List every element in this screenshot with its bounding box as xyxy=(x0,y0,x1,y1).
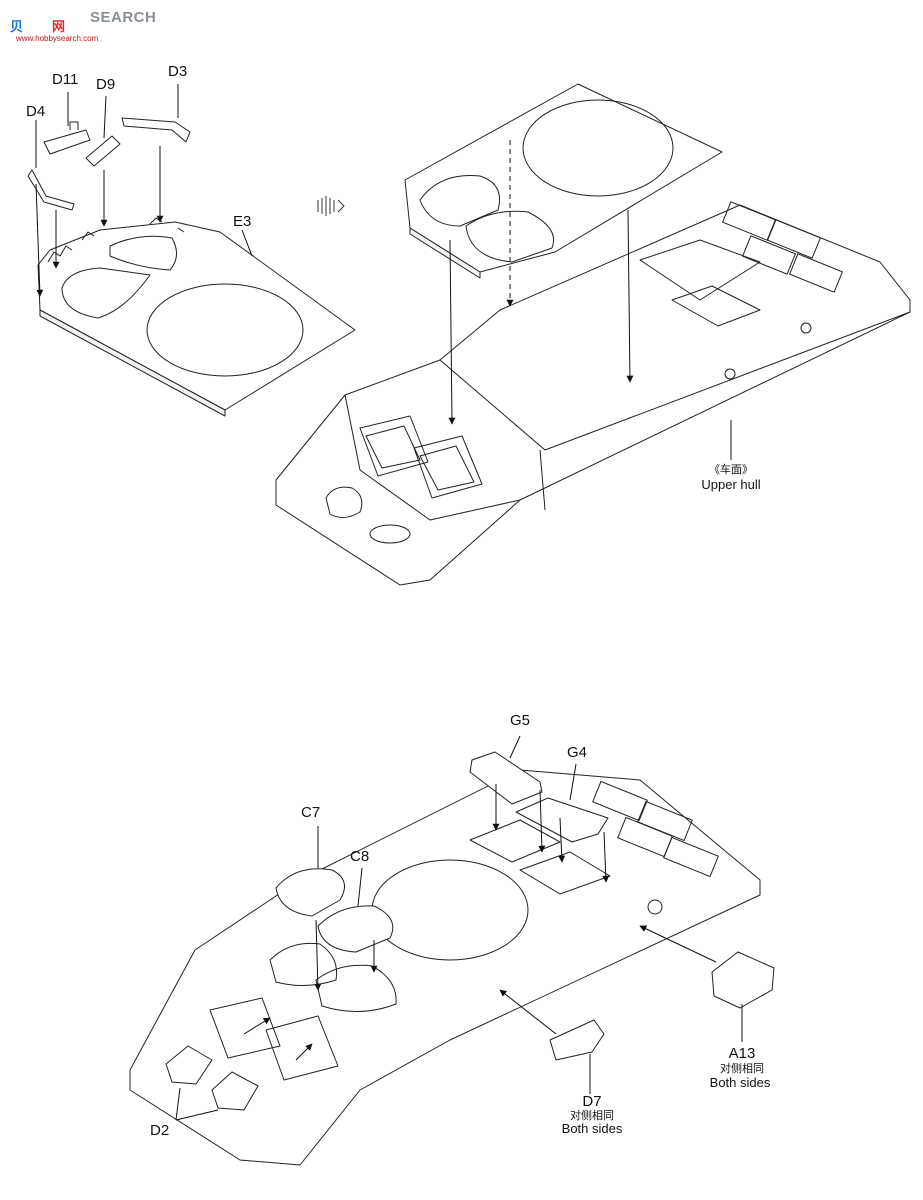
engine-deck-grilles xyxy=(722,201,843,293)
label-a13-note-en: Both sides xyxy=(709,1075,771,1090)
label-d2: D2 xyxy=(150,1122,170,1139)
step2-assembly-arrows xyxy=(175,735,743,1121)
label-c7: C7 xyxy=(301,804,321,821)
step1-assembly-arrows xyxy=(448,140,732,460)
label-d7: D7 xyxy=(582,1093,602,1110)
part-g4 xyxy=(515,797,609,843)
label-c8: C8 xyxy=(350,848,370,865)
label-g5: G5 xyxy=(510,712,531,729)
label-d3: D3 xyxy=(168,63,188,80)
label-d4: D4 xyxy=(26,103,46,120)
label-a13-note-cn: 对侧相同 xyxy=(720,1063,764,1075)
upper-hull-step2 xyxy=(129,769,761,1166)
step1-leader-lines xyxy=(35,84,253,297)
label-upper-hull-en: Upper hull xyxy=(701,477,761,492)
label-g4: G4 xyxy=(567,744,588,761)
part-g5 xyxy=(469,751,543,805)
label-d9: D9 xyxy=(96,76,116,93)
part-d3 xyxy=(121,117,191,143)
watermark-logo: 贝 网 SEARCH www.hobbysearch.com xyxy=(4,4,174,50)
direction-mark-icon xyxy=(317,196,345,216)
label-d11: D11 xyxy=(52,71,79,88)
label-e3: E3 xyxy=(233,213,252,230)
logo-text: SEARCH xyxy=(90,9,157,26)
part-d11 xyxy=(43,121,91,155)
logo-char-2: 网 xyxy=(52,19,66,34)
part-a13 xyxy=(711,951,775,1009)
label-d7-note-cn: 对侧相同 xyxy=(570,1110,614,1122)
part-c7 xyxy=(275,868,345,917)
label-a13: A13 xyxy=(728,1045,756,1062)
part-d7 xyxy=(549,1019,605,1061)
part-d9 xyxy=(85,135,121,167)
part-turret-top xyxy=(404,83,723,279)
label-d7-note-en: Both sides xyxy=(561,1121,623,1136)
label-upper-hull-cn: 《车面》 xyxy=(709,464,753,476)
logo-char-1: 贝 xyxy=(10,19,25,34)
part-d2-front xyxy=(165,1045,213,1085)
part-d2-rear xyxy=(211,1071,259,1111)
part-d4 xyxy=(27,169,75,211)
upper-hull-step1 xyxy=(275,201,911,586)
logo-url: www.hobbysearch.com xyxy=(16,34,99,43)
part-e3-plate xyxy=(37,217,356,417)
